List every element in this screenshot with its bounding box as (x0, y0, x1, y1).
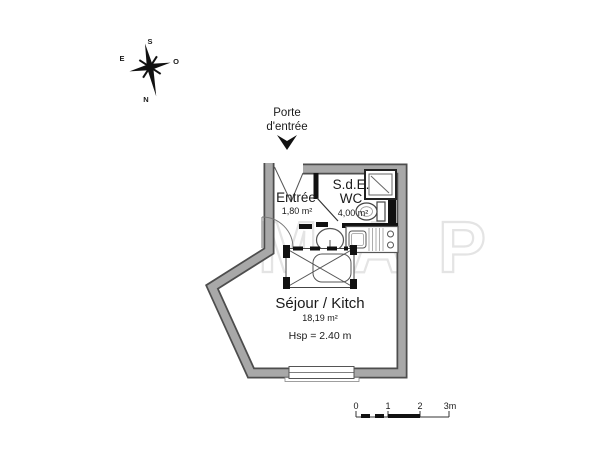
kitchen-block-icon (283, 245, 357, 289)
hob-burner-1 (387, 230, 394, 238)
block-pier-br (350, 279, 357, 289)
room-label-wc: WC (340, 191, 363, 206)
entry-door-label-line1: Porte (273, 107, 301, 119)
kitchen-sink-unit (345, 225, 399, 254)
drainer-hatch (368, 228, 384, 251)
block-pier-tl (283, 245, 290, 258)
entry-door-label-line2: d'entrée (266, 121, 307, 133)
entrance-door-swing (274, 166, 304, 203)
room-label-sde: S.d.E. (333, 177, 370, 192)
exterior-walls (205, 163, 408, 379)
scale-bar: 0 1 2 3m (353, 401, 456, 418)
wc-door-leaf (316, 197, 339, 222)
hob-burner-2 (387, 241, 394, 249)
scale-dash-1 (361, 414, 370, 418)
partition-wc-kitchen (342, 223, 398, 228)
sink-bowl (348, 230, 367, 249)
scale-label-0: 0 (353, 401, 358, 411)
exterior-wall-left (207, 163, 290, 377)
kitchen-block-cross-2 (285, 248, 355, 288)
entrance-door-leaf-right (290, 172, 304, 203)
block-pier-bl (283, 277, 290, 289)
interior-door-arc (261, 216, 294, 249)
exterior-wall-right (303, 165, 406, 377)
compass-label-east: E (119, 54, 124, 63)
room-area-entree: 1,80 m² (282, 206, 313, 216)
scale-label-2: 2 (417, 401, 422, 411)
compass-star-icon (129, 43, 171, 97)
interior-door-swing (261, 216, 294, 249)
entry-door-callout: Porte d'entrée (266, 107, 308, 150)
sink-bowl-inner (351, 233, 364, 246)
interior-partitions (299, 173, 398, 229)
room-label-sejour: Séjour / Kitch (275, 295, 364, 312)
partition-stub-1 (299, 224, 312, 229)
partition-stub-2 (316, 222, 328, 227)
ceiling-height-label: Hsp = 2.40 m (289, 330, 352, 342)
entrance-door-leaf-left (274, 166, 292, 203)
compass-label-south: S (147, 37, 152, 46)
compass-rose: S O E N (119, 37, 179, 104)
room-label-entree: Entrée (276, 190, 316, 205)
toilet-tank (376, 201, 386, 222)
scale-solid-segment (388, 414, 420, 418)
scale-dash-2 (375, 414, 384, 418)
shower-inner (368, 173, 393, 196)
compass-label-west: O (173, 57, 179, 66)
room-area-sde-wc: 4,00 m² (338, 208, 369, 218)
room-area-sejour: 18,19 m² (302, 313, 338, 323)
shower-icon (364, 169, 397, 200)
partition-toilet (388, 198, 396, 228)
compass-label-north: N (143, 95, 148, 104)
block-pier-tr (350, 245, 357, 255)
shower-drain-line (370, 175, 390, 194)
scale-label-3m: 3m (444, 401, 457, 411)
window (284, 366, 360, 382)
kitchen-block-rounded (312, 253, 352, 283)
toilet-icon (355, 201, 386, 222)
entry-arrow-icon (277, 135, 297, 150)
toilet-bowl-inner (360, 206, 373, 217)
room-labels: Entrée 1,80 m² S.d.E. WC 4,00 m² Séjour … (275, 177, 369, 342)
partition-entree-wc (313, 173, 319, 199)
compass-needle-horizontal (129, 62, 171, 72)
scale-label-1: 1 (385, 401, 390, 411)
toilet-bowl (355, 202, 378, 221)
